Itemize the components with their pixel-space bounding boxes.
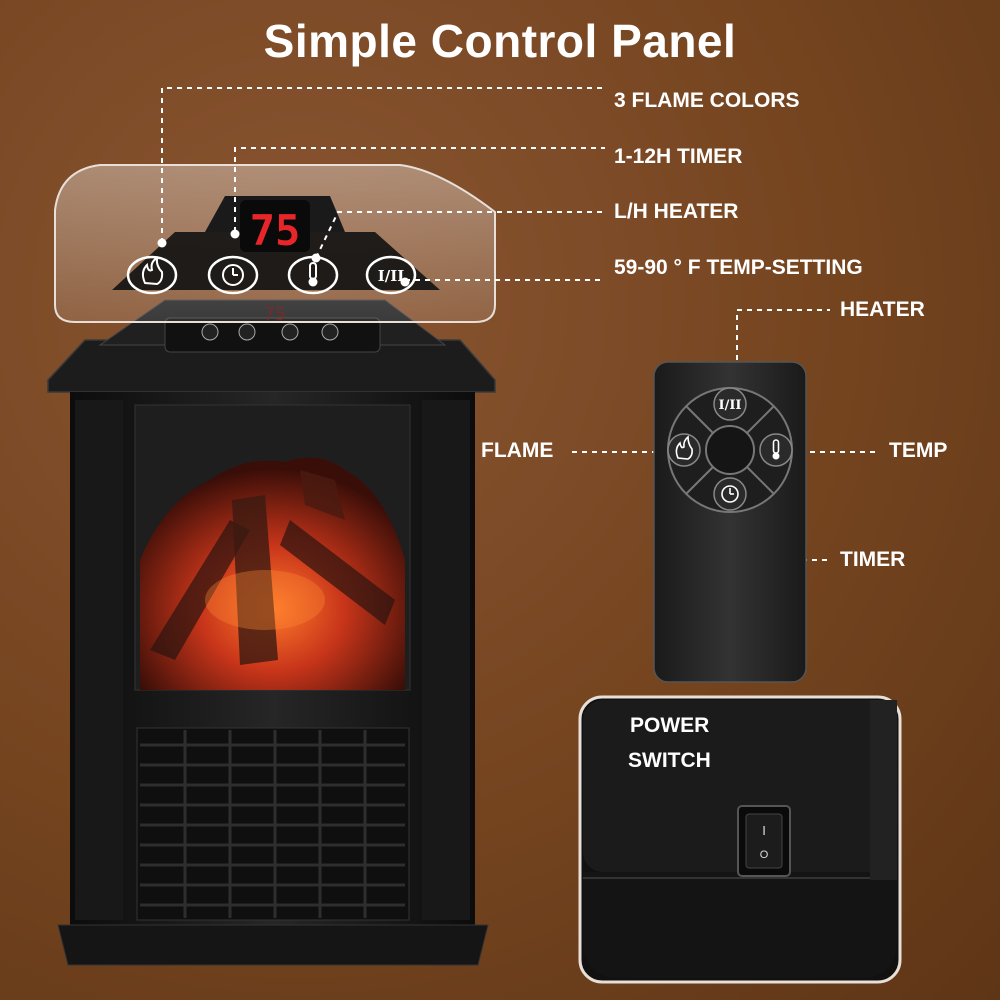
clock-icon (721, 485, 739, 503)
flame-icon (675, 435, 693, 460)
fire-logs-image (140, 457, 405, 690)
remote-heater-button[interactable]: I/II (713, 387, 747, 421)
flame-icon (141, 256, 164, 286)
thermometer-icon (308, 262, 318, 287)
clock-icon (222, 264, 244, 286)
label-timer: 1-12H TIMER (614, 145, 743, 168)
remote-label-timer: TIMER (840, 548, 906, 571)
vent-grille (140, 730, 405, 918)
power-switch[interactable]: I O (737, 805, 791, 877)
remote-timer-button[interactable] (713, 477, 747, 511)
temperature-display: 75 (250, 206, 301, 255)
thermometer-icon (772, 439, 780, 460)
power-off-mark: O (760, 849, 769, 861)
power-label-line2: SWITCH (628, 749, 711, 772)
remote-label-flame: FLAME (481, 439, 554, 462)
remote-temp-button[interactable] (759, 433, 793, 467)
power-label-line1: POWER (630, 714, 710, 737)
panel-flame-button[interactable] (126, 255, 178, 295)
temperature-display-ghost: 75 (264, 304, 286, 325)
label-temp-setting: 59-90 ° F TEMP-SETTING (614, 256, 863, 279)
power-on-mark: I (762, 823, 766, 838)
panel-timer-button[interactable] (207, 255, 259, 295)
panel-heater-button[interactable]: I/II (365, 255, 417, 295)
remote-label-temp: TEMP (889, 439, 948, 462)
label-heater: L/H HEATER (614, 200, 739, 223)
label-flame-colors: 3 FLAME COLORS (614, 89, 800, 112)
page-title: Simple Control Panel (263, 15, 737, 67)
remote-heater-label: I/II (719, 398, 742, 413)
heater-unit (47, 299, 496, 966)
remote-label-heater: HEATER (840, 298, 925, 321)
power-switch-inset (578, 695, 902, 984)
heater-mode-icon: I/II (378, 267, 405, 285)
control-panel-zoom (54, 164, 496, 323)
remote-flame-button[interactable] (667, 433, 701, 467)
